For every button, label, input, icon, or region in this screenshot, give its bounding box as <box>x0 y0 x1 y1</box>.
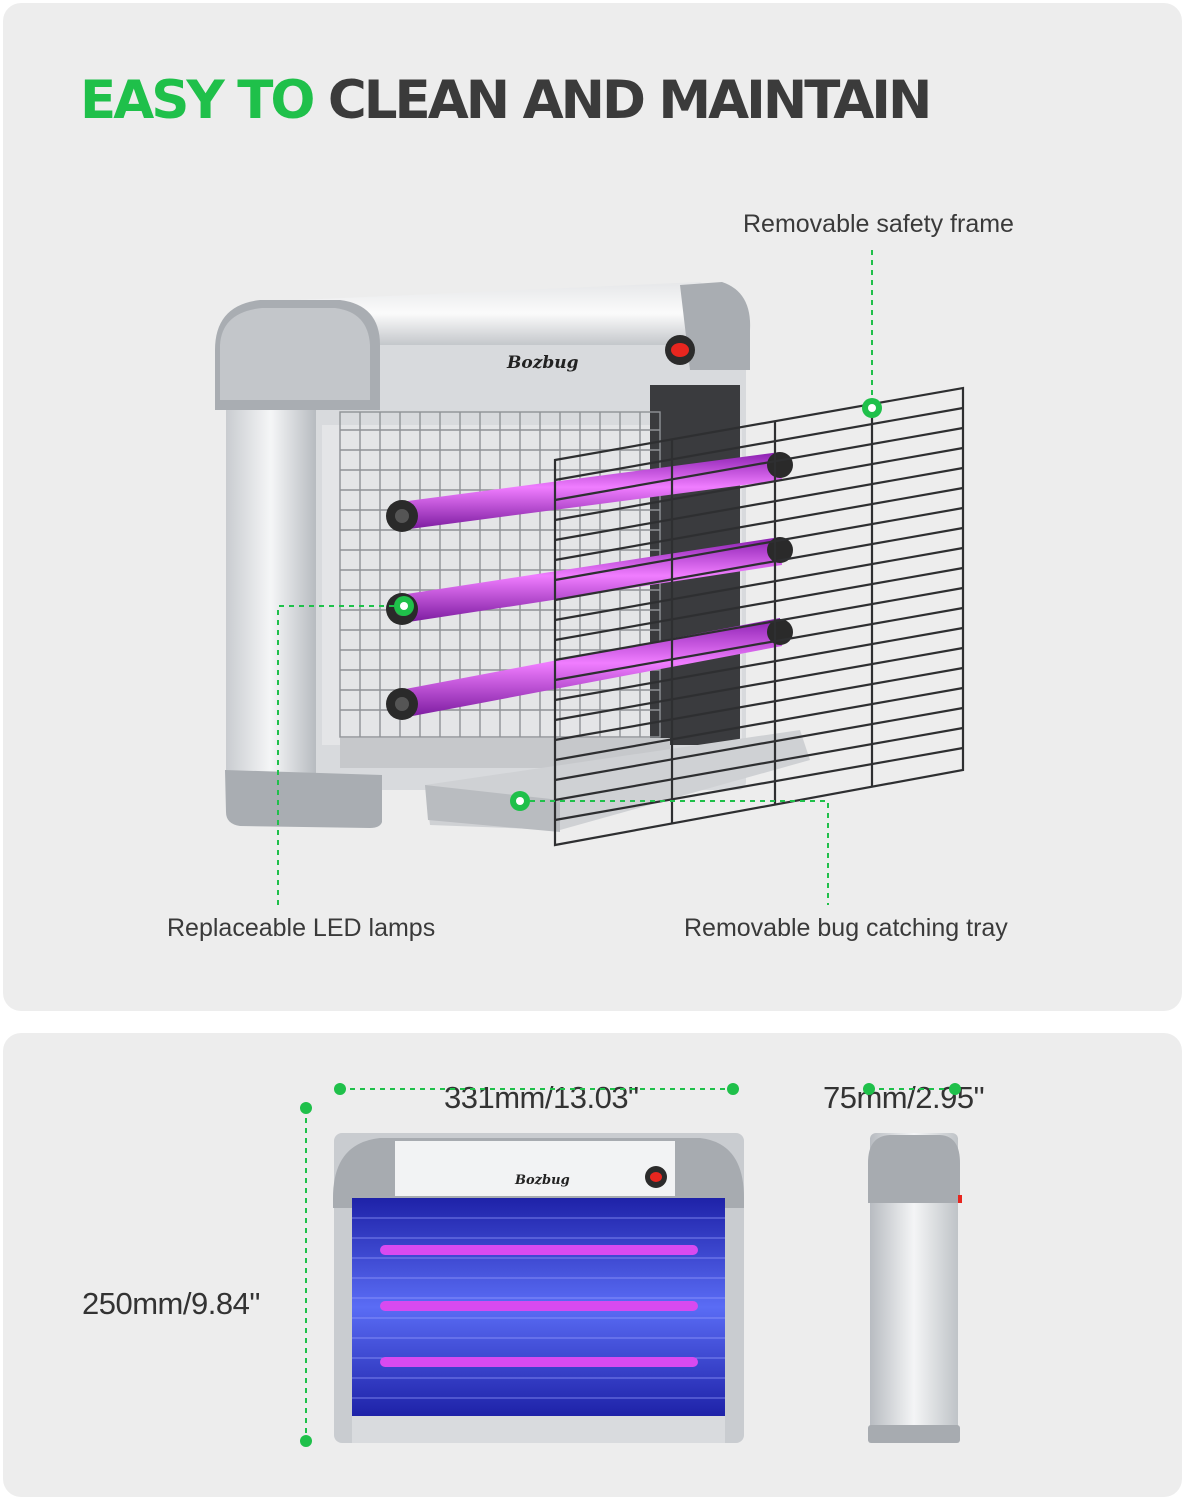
headline-green-text: EASY TO <box>80 70 315 131</box>
height-dimension-label: 250mm/9.84" <box>82 1286 260 1321</box>
brand-logo: Bozbug <box>506 353 579 373</box>
uv-led-lamps <box>386 452 793 720</box>
bug-zapper-dimensions-illustration: Bozbug <box>300 1083 962 1447</box>
dimension-endpoints <box>300 1083 961 1447</box>
bug-zapper-exploded-illustration: Bozbug <box>215 250 965 905</box>
uv-lamp-top <box>386 452 793 532</box>
side-view-zapper <box>868 1133 962 1443</box>
dimension-guides <box>305 1088 955 1441</box>
uv-lamp-bottom <box>386 618 793 720</box>
brand-logo-front: Bozbug <box>514 1173 570 1188</box>
callout-led-lamps: Replaceable LED lamps <box>167 914 436 942</box>
callout-dots <box>394 398 882 811</box>
front-view-zapper <box>333 1133 744 1443</box>
safety-frame <box>553 386 965 847</box>
callout-safety-frame: Removable safety frame <box>743 210 1014 238</box>
callout-bug-tray: Removable bug catching tray <box>684 914 1008 942</box>
headline: EASY TO CLEAN AND MAINTAIN <box>80 70 932 131</box>
headline-dark-text: CLEAN AND MAINTAIN <box>327 70 932 131</box>
width-dimension-label: 331mm/13.03" <box>444 1080 639 1115</box>
callout-leaders <box>277 250 873 905</box>
